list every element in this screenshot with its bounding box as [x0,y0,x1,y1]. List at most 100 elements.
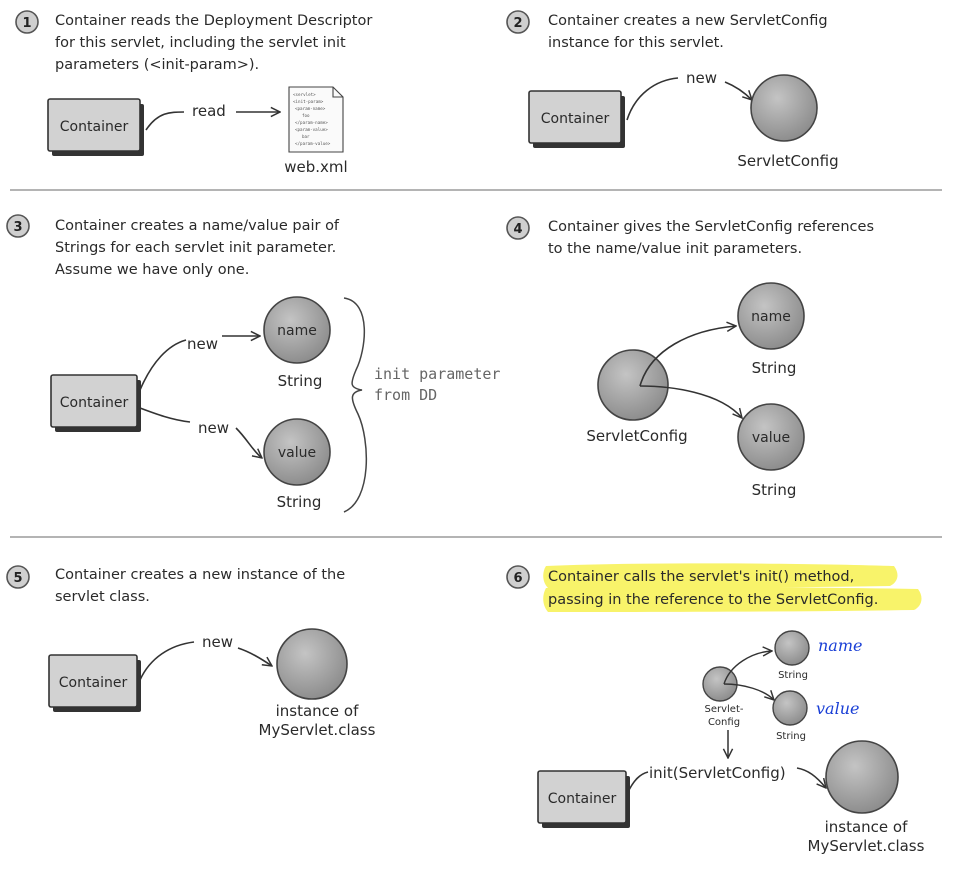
svg-text:</param-name>: </param-name> [295,120,328,125]
servlet-instance-object [276,628,348,700]
svg-text:foo: foo [302,113,310,118]
value-string-object-small [772,690,808,726]
new-label: new [187,335,218,353]
container-box [47,98,141,152]
string-type-label: String [278,372,323,390]
container-label: Container [60,119,129,135]
container-box [537,770,627,824]
step-text-line: Container creates a new instance of the [55,567,345,583]
svg-text:</param-value>: </param-value> [295,141,331,146]
step-number: 6 [513,571,522,586]
new-label: new [202,633,233,651]
step-6: 6 Container calls the servlet's init() m… [506,563,925,855]
value-string-object [263,418,331,486]
highlight-line-1 [543,563,898,589]
reference-arrow-name [639,326,736,387]
servlet-instance-object [825,740,899,814]
container-box [50,374,138,428]
step-number: 1 [22,16,31,31]
string-type-label: String [776,731,806,742]
step-number-badge [506,216,530,240]
curly-brace [343,297,368,513]
step-4: 4 Container gives the ServletConfig refe… [506,216,874,499]
new-arrow-tail [626,77,679,121]
step-number: 2 [513,16,522,31]
new-arrow [237,647,272,666]
string-type-label: String [277,493,322,511]
web-xml-label: web.xml [284,158,347,176]
step-text-line: instance for this servlet. [548,35,724,51]
step-text-line: Container creates a new ServletConfig [548,13,828,29]
name-string-object [263,296,331,364]
servletconfig-label: ServletConfig [737,152,838,170]
web-xml-document-icon: <servlet> <init-param> <param-name> foo … [288,86,344,153]
servletconfig-label-line: Servlet- [705,704,744,715]
value-string-object [737,403,805,471]
container-label: Container [59,675,128,691]
step-number-badge [6,214,30,238]
init-parameter-note: init parameter [374,365,500,383]
value-label: value [752,430,790,446]
name-string-object [737,282,805,350]
new-arrow-tail [139,407,191,423]
servletconfig-object [597,349,669,421]
step-text-line: servlet class. [55,589,150,605]
container-box [48,654,138,708]
string-type-label: String [752,359,797,377]
reference-arrow-name [723,651,772,685]
svg-text:<servlet>: <servlet> [293,92,316,97]
container-label: Container [548,791,617,807]
name-label: name [751,309,791,325]
new-arrow-tail [139,641,195,681]
step-3: 3 Container creates a name/value pair of… [6,214,500,513]
myservlet-class-label: MyServlet.class [808,837,925,855]
servletconfig-label-line: Config [708,717,740,728]
init-arrow [796,767,826,788]
step-text-line: Container creates a name/value pair of [55,218,340,234]
step-text-line: Strings for each servlet init parameter. [55,240,336,256]
handwritten-value: value [816,699,859,718]
new-arrow-value [235,427,262,458]
new-label: new [686,69,717,87]
step-number-badge [6,565,30,589]
instance-of-label: instance of [825,818,908,836]
step-text-line: Container gives the ServletConfig refere… [548,219,874,235]
string-type-label: String [778,670,808,681]
new-label: new [198,419,229,437]
name-label: name [277,323,317,339]
step-text-line: Container reads the Deployment Descripto… [55,13,372,29]
read-arrow-tail [145,111,185,131]
step-text-line: Assume we have only one. [55,262,249,278]
new-arrow [724,81,752,100]
step-5: 5 Container creates a new instance of th… [6,565,376,739]
step-2: 2 Container creates a new ServletConfig … [506,10,839,170]
init-call-label: init(ServletConfig) [649,764,786,782]
step-1: 1 Container reads the Deployment Descrip… [15,10,372,176]
handwritten-name: name [818,636,862,655]
string-type-label: String [752,481,797,499]
servletconfig-label: ServletConfig [586,427,687,445]
new-arrow-tail [139,339,187,391]
step-text-line: for this servlet, including the servlet … [55,35,346,51]
init-arrow-tail [627,771,649,793]
instance-of-label: instance of [276,702,359,720]
reference-arrow-value [639,385,742,418]
svg-text:<init-param>: <init-param> [293,99,324,104]
svg-text:bar: bar [302,134,310,139]
svg-text:<param-value>: <param-value> [295,127,328,132]
step-number-badge [506,565,530,589]
step-text-line: passing in the reference to the ServletC… [548,592,878,608]
servletconfig-object [750,74,818,142]
highlight-line-2 [543,586,922,612]
from-dd-note: from DD [374,386,437,404]
step-number-badge [15,10,39,34]
svg-text:<param-name>: <param-name> [295,106,326,111]
value-label: value [278,445,316,461]
step-number: 3 [13,220,22,235]
name-string-object-small [774,630,810,666]
myservlet-class-label: MyServlet.class [259,721,376,739]
step-number: 4 [513,222,522,237]
container-box [528,90,622,144]
step-text-line: parameters (<init-param>). [55,57,259,73]
